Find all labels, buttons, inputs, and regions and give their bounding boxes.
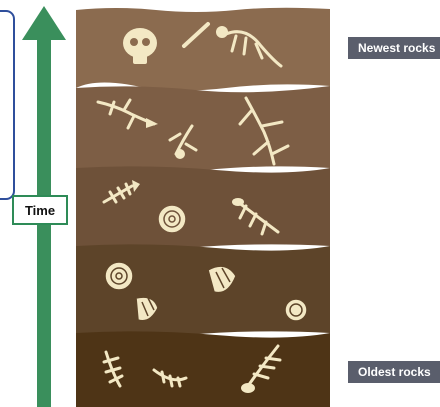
layer-2 bbox=[76, 86, 330, 173]
oldest-rocks-label: Oldest rocks bbox=[358, 365, 431, 379]
time-label: Time bbox=[12, 195, 68, 225]
newest-rocks-callout: Newest rocks bbox=[348, 37, 440, 59]
layer-newest bbox=[76, 8, 330, 91]
newest-rocks-label: Newest rocks bbox=[358, 41, 435, 55]
ammonite-fossil-3 bbox=[285, 299, 307, 321]
ammonite-fossil-2 bbox=[105, 262, 133, 290]
layer-4 bbox=[76, 244, 330, 337]
layer-3 bbox=[76, 166, 330, 250]
rock-strata bbox=[76, 6, 330, 407]
ammonite-fossil bbox=[158, 205, 186, 233]
time-label-text: Time bbox=[25, 203, 55, 218]
left-panel-edge bbox=[0, 10, 15, 200]
oldest-rocks-callout: Oldest rocks bbox=[348, 361, 440, 383]
